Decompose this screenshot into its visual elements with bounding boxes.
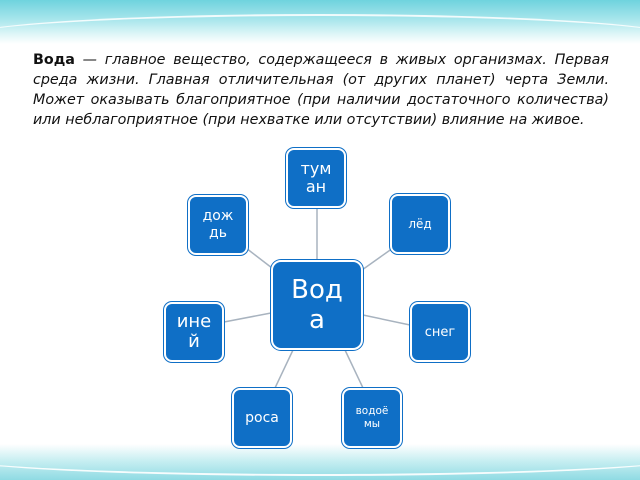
connector-dew (274, 349, 294, 389)
node-rain-label: дождь (202, 208, 234, 241)
connector-reservoirs (344, 349, 364, 389)
node-snow: снег (410, 302, 470, 362)
connector-rain (245, 247, 273, 269)
node-reservoirs: водоёмы (342, 388, 402, 448)
node-fog-label: туман (300, 159, 332, 196)
connector-ice (361, 247, 394, 271)
node-fog: туман (286, 148, 346, 208)
intro-definition: — главное вещество, содержащееся в живых… (33, 52, 609, 128)
node-dew-label: роса (245, 410, 279, 426)
node-frost: иней (164, 302, 224, 362)
node-center-label: Вода (291, 275, 343, 335)
connector-frost (223, 312, 272, 323)
node-frost-label: иней (176, 311, 212, 352)
node-center-water: Вода (271, 260, 363, 350)
node-dew: роса (232, 388, 292, 448)
node-reservoirs-label: водоёмы (355, 405, 389, 430)
node-rain: дождь (188, 195, 248, 255)
node-ice-label: лёд (408, 217, 432, 231)
header-decoration (0, 0, 640, 44)
intro-paragraph: Вода — главное вещество, содержащееся в … (33, 50, 609, 130)
connector-snow (362, 314, 411, 326)
node-snow-label: снег (424, 324, 456, 340)
intro-term: Вода (33, 52, 75, 68)
footer-decoration (0, 444, 640, 480)
node-ice: лёд (390, 194, 450, 254)
